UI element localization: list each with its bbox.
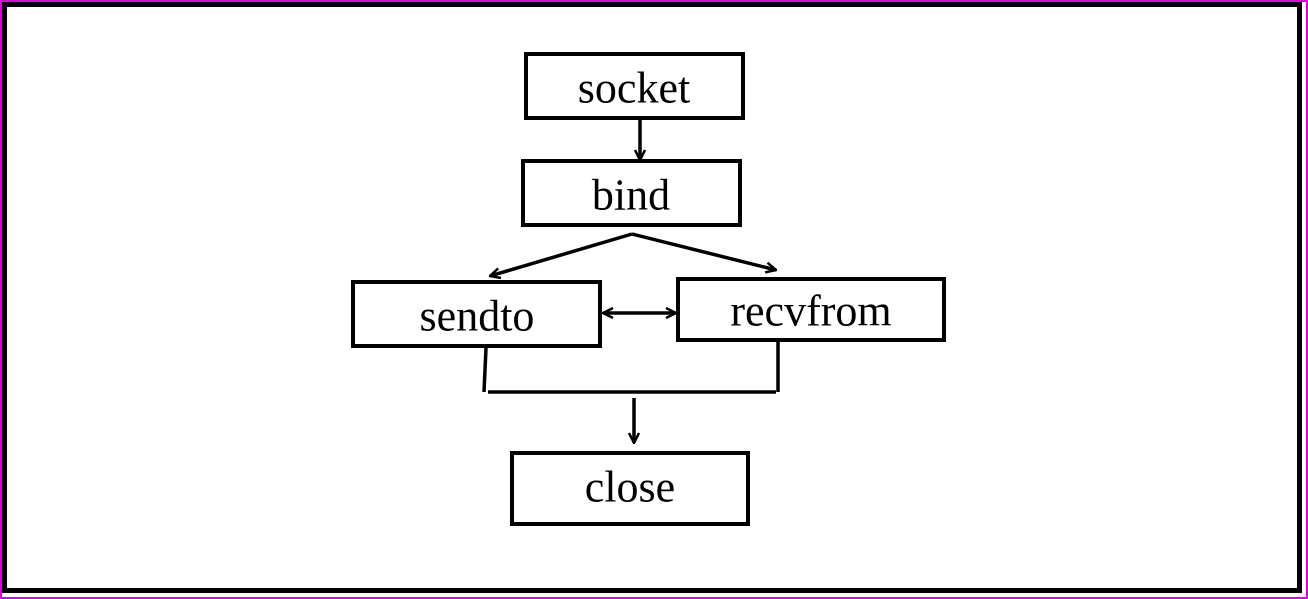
- edge-bind-recvfrom: [631, 232, 776, 270]
- edge-bind-sendto: [490, 232, 633, 276]
- node-bind: bind: [521, 159, 742, 227]
- node-recvfrom-label: recvfrom: [730, 287, 891, 336]
- node-socket-label: socket: [578, 64, 690, 113]
- node-close-label: close: [585, 463, 675, 512]
- node-recvfrom: recvfrom: [676, 277, 946, 342]
- node-socket: socket: [524, 52, 745, 120]
- node-close: close: [510, 451, 750, 526]
- edge-sendto-merge: [482, 347, 488, 393]
- node-sendto-label: sendto: [420, 292, 535, 341]
- node-sendto: sendto: [351, 280, 602, 348]
- node-bind-label: bind: [592, 171, 670, 220]
